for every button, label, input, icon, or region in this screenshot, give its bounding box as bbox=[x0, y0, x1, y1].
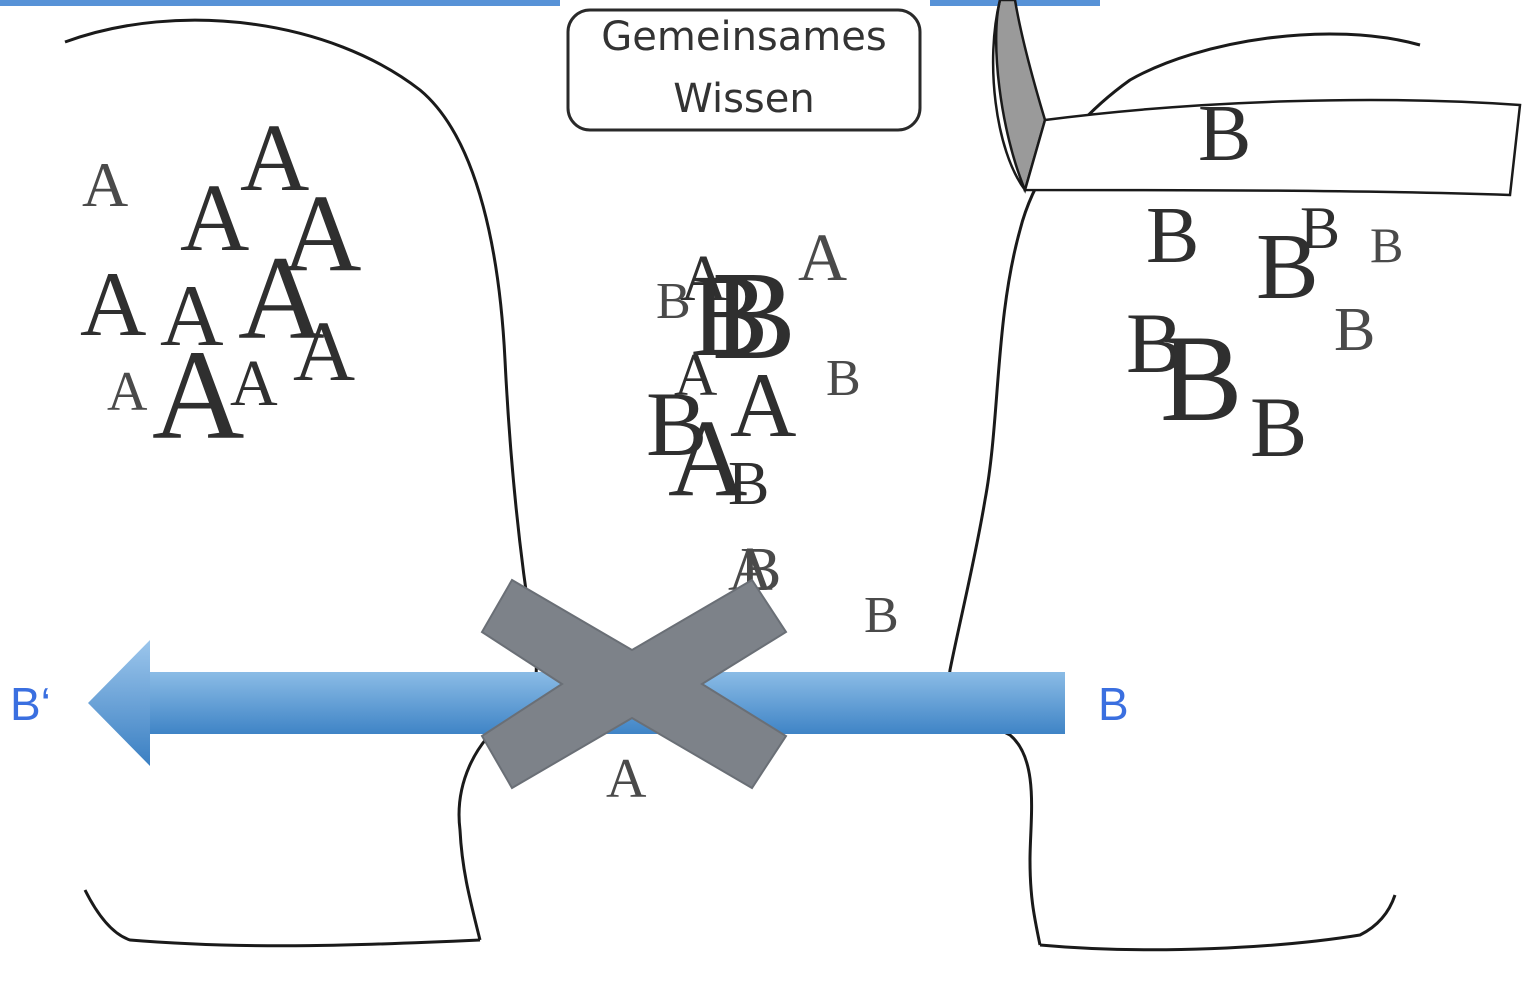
shared-knowledge-label: Gemeinsames Wissen bbox=[568, 10, 920, 130]
glyph-b: B bbox=[1370, 217, 1403, 273]
blindfold bbox=[993, 0, 1520, 195]
glyph-b: B bbox=[1334, 296, 1375, 364]
glyph-a: A bbox=[80, 253, 146, 355]
top-title-fragment bbox=[0, 0, 1100, 6]
arrow-target-label: B‘ bbox=[10, 678, 51, 730]
glyph-b: B bbox=[864, 587, 899, 644]
glyph-b: B bbox=[1256, 215, 1319, 319]
glyph-a: A bbox=[798, 219, 847, 295]
glyph-a: A bbox=[107, 361, 148, 423]
glyph-a: A bbox=[82, 149, 128, 220]
glyph-b: B bbox=[1250, 379, 1307, 475]
glyph-b: B bbox=[1160, 310, 1243, 447]
shared-knowledge-line1: Gemeinsames bbox=[601, 14, 886, 60]
glyph-b: B bbox=[1198, 90, 1251, 178]
glyph-a: A bbox=[293, 303, 355, 399]
left-shoulder-outline bbox=[85, 890, 480, 946]
glyph-a: A bbox=[606, 748, 647, 810]
shared-knowledge-line2: Wissen bbox=[673, 76, 814, 122]
left-head-a-cluster: A A A A A A A A A A A bbox=[80, 104, 361, 466]
glyph-b: B bbox=[826, 350, 861, 407]
right-shoulder-outline bbox=[1040, 895, 1395, 950]
glyph-b: B bbox=[728, 450, 769, 518]
arrow-source-label: B bbox=[1098, 678, 1129, 730]
glyph-a: A bbox=[152, 324, 244, 466]
glyph-b: B bbox=[1146, 192, 1199, 280]
